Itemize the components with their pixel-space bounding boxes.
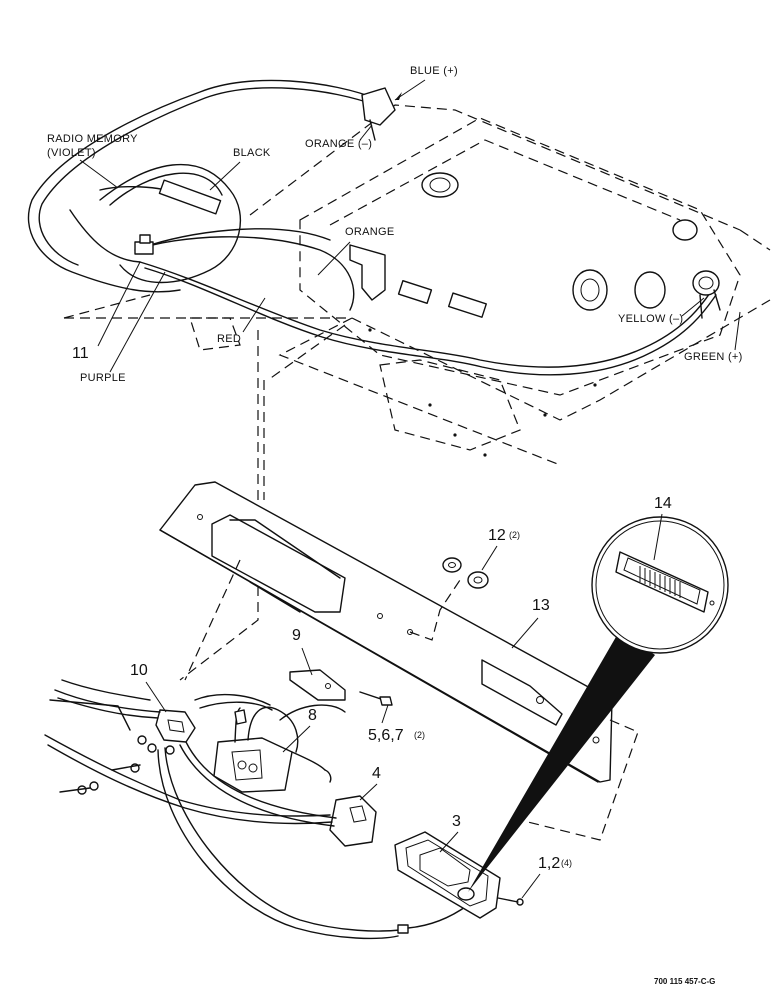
callout-3-text: 3 [452, 813, 461, 830]
drawing-number: 700 115 457-C-G [654, 977, 715, 986]
label-purple: PURPLE [80, 372, 126, 384]
module-4: 4 [329, 765, 381, 847]
radio-bezel-3: 3 1,2 (4) [394, 813, 572, 919]
callout-11: 11 [72, 261, 141, 362]
bracket-9: 9 5,6,7 (2) [289, 627, 425, 744]
radio-mount-line [519, 719, 639, 841]
lower-harness [44, 559, 469, 940]
detail-grille [639, 566, 681, 598]
label-yellow-neg: YELLOW (–) [618, 313, 683, 325]
callout-13-text: 13 [532, 597, 550, 614]
wire-labels: BLUE (+) ORANGE (–) RADIO MEMORY (VIOLET… [47, 65, 743, 384]
label-violet: (VIOLET) [47, 147, 96, 159]
trim-mount-line [409, 579, 461, 641]
callout-12-text: 12 [488, 527, 506, 544]
label-green-pos: GREEN (+) [684, 351, 743, 363]
wiring-harness [27, 79, 721, 376]
headliner-panel [63, 104, 771, 466]
callout-567-qty: (2) [414, 730, 425, 740]
callout-11-text: 11 [72, 345, 89, 362]
connector-10: 10 [59, 662, 196, 795]
callout-567-text: 5,6,7 [368, 727, 404, 744]
callout-9-text: 9 [292, 627, 301, 644]
label-blue: BLUE (+) [410, 65, 458, 77]
callout-13: 13 [511, 597, 550, 649]
label-radio-memory: RADIO MEMORY [47, 133, 138, 145]
callout-12-qty: (2) [509, 530, 520, 540]
radio-chassis-8: 8 [213, 706, 326, 793]
callout-8-text: 8 [308, 707, 317, 724]
spacers: 12 (2) [442, 527, 520, 589]
callout-4-text: 4 [372, 765, 381, 782]
label-red: RED [217, 333, 241, 345]
label-black: BLACK [233, 147, 271, 159]
callout-12b-qty: (4) [561, 858, 572, 868]
connection-lines [179, 324, 346, 681]
callout-12b-text: 1,2 [538, 855, 560, 872]
callout-10-text: 10 [130, 662, 148, 679]
label-orange: ORANGE [345, 226, 394, 238]
callout-14-text: 14 [654, 495, 672, 512]
label-orange-neg: ORANGE (–) [305, 138, 372, 150]
detail-view-14: 14 [468, 495, 729, 892]
